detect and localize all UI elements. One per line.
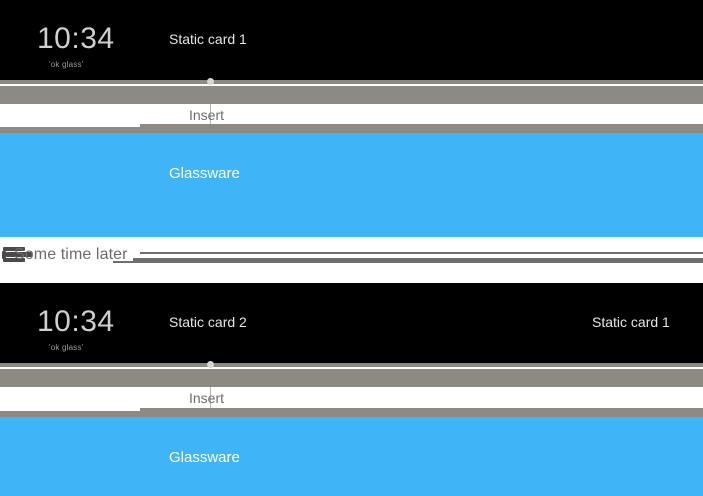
clock-time: 10:34 (37, 22, 115, 55)
ok-glass-hint: 'ok glass' (49, 60, 84, 69)
collapsed-card-bar-top-before (0, 80, 703, 84)
separator-rule-tail (113, 261, 703, 263)
collapsed-card-gap-before (0, 84, 703, 86)
static-card-1-label-after[interactable]: Static card 1 (592, 314, 670, 330)
some-time-later-separator: Some time later (0, 237, 703, 283)
insert-position-knob-after[interactable] (207, 361, 214, 368)
insert-row-before: Insert (0, 104, 703, 127)
clock-time-after: 10:34 (37, 305, 115, 338)
collapsed-card-bar-bottom-after-right (140, 408, 703, 417)
glassware-label-before: Glassware (169, 165, 240, 182)
separator-rule-lower (133, 258, 703, 261)
collapsed-card-gap-after (0, 367, 703, 369)
card-stack-icon (2, 247, 32, 262)
collapsed-card-bar-mid-before (0, 86, 703, 104)
collapsed-card-bar-bottom-after-left (0, 411, 140, 417)
static-card-1-label[interactable]: Static card 1 (169, 31, 247, 47)
insert-divider-before (210, 104, 211, 127)
timeline-row-after-cards: 10:34 'ok glass' Static card 2 Static ca… (0, 283, 703, 363)
insert-label-before[interactable]: Insert (189, 107, 225, 123)
some-time-later-label: Some time later (14, 246, 128, 263)
insert-row-after: Insert (0, 387, 703, 410)
collapsed-card-bar-bottom-before-left (0, 127, 140, 133)
separator-rule-upper (140, 252, 703, 254)
collapsed-card-bar-mid-after (0, 369, 703, 387)
glassware-label-after: Glassware (169, 449, 240, 466)
collapsed-card-bar-top-after (0, 363, 703, 367)
ok-glass-hint-after: 'ok glass' (49, 343, 84, 352)
glassware-card-before[interactable]: Glassware (0, 133, 703, 237)
collapsed-card-bar-bottom-before-right (140, 124, 703, 133)
insert-divider-after (210, 387, 211, 410)
glassware-card-after[interactable]: Glassware (0, 417, 703, 496)
insert-position-knob-before[interactable] (207, 78, 214, 85)
static-card-2-label[interactable]: Static card 2 (169, 314, 247, 330)
timeline-row-before-cards: 10:34 'ok glass' Static card 1 (0, 0, 703, 80)
insert-label-after[interactable]: Insert (189, 390, 225, 406)
